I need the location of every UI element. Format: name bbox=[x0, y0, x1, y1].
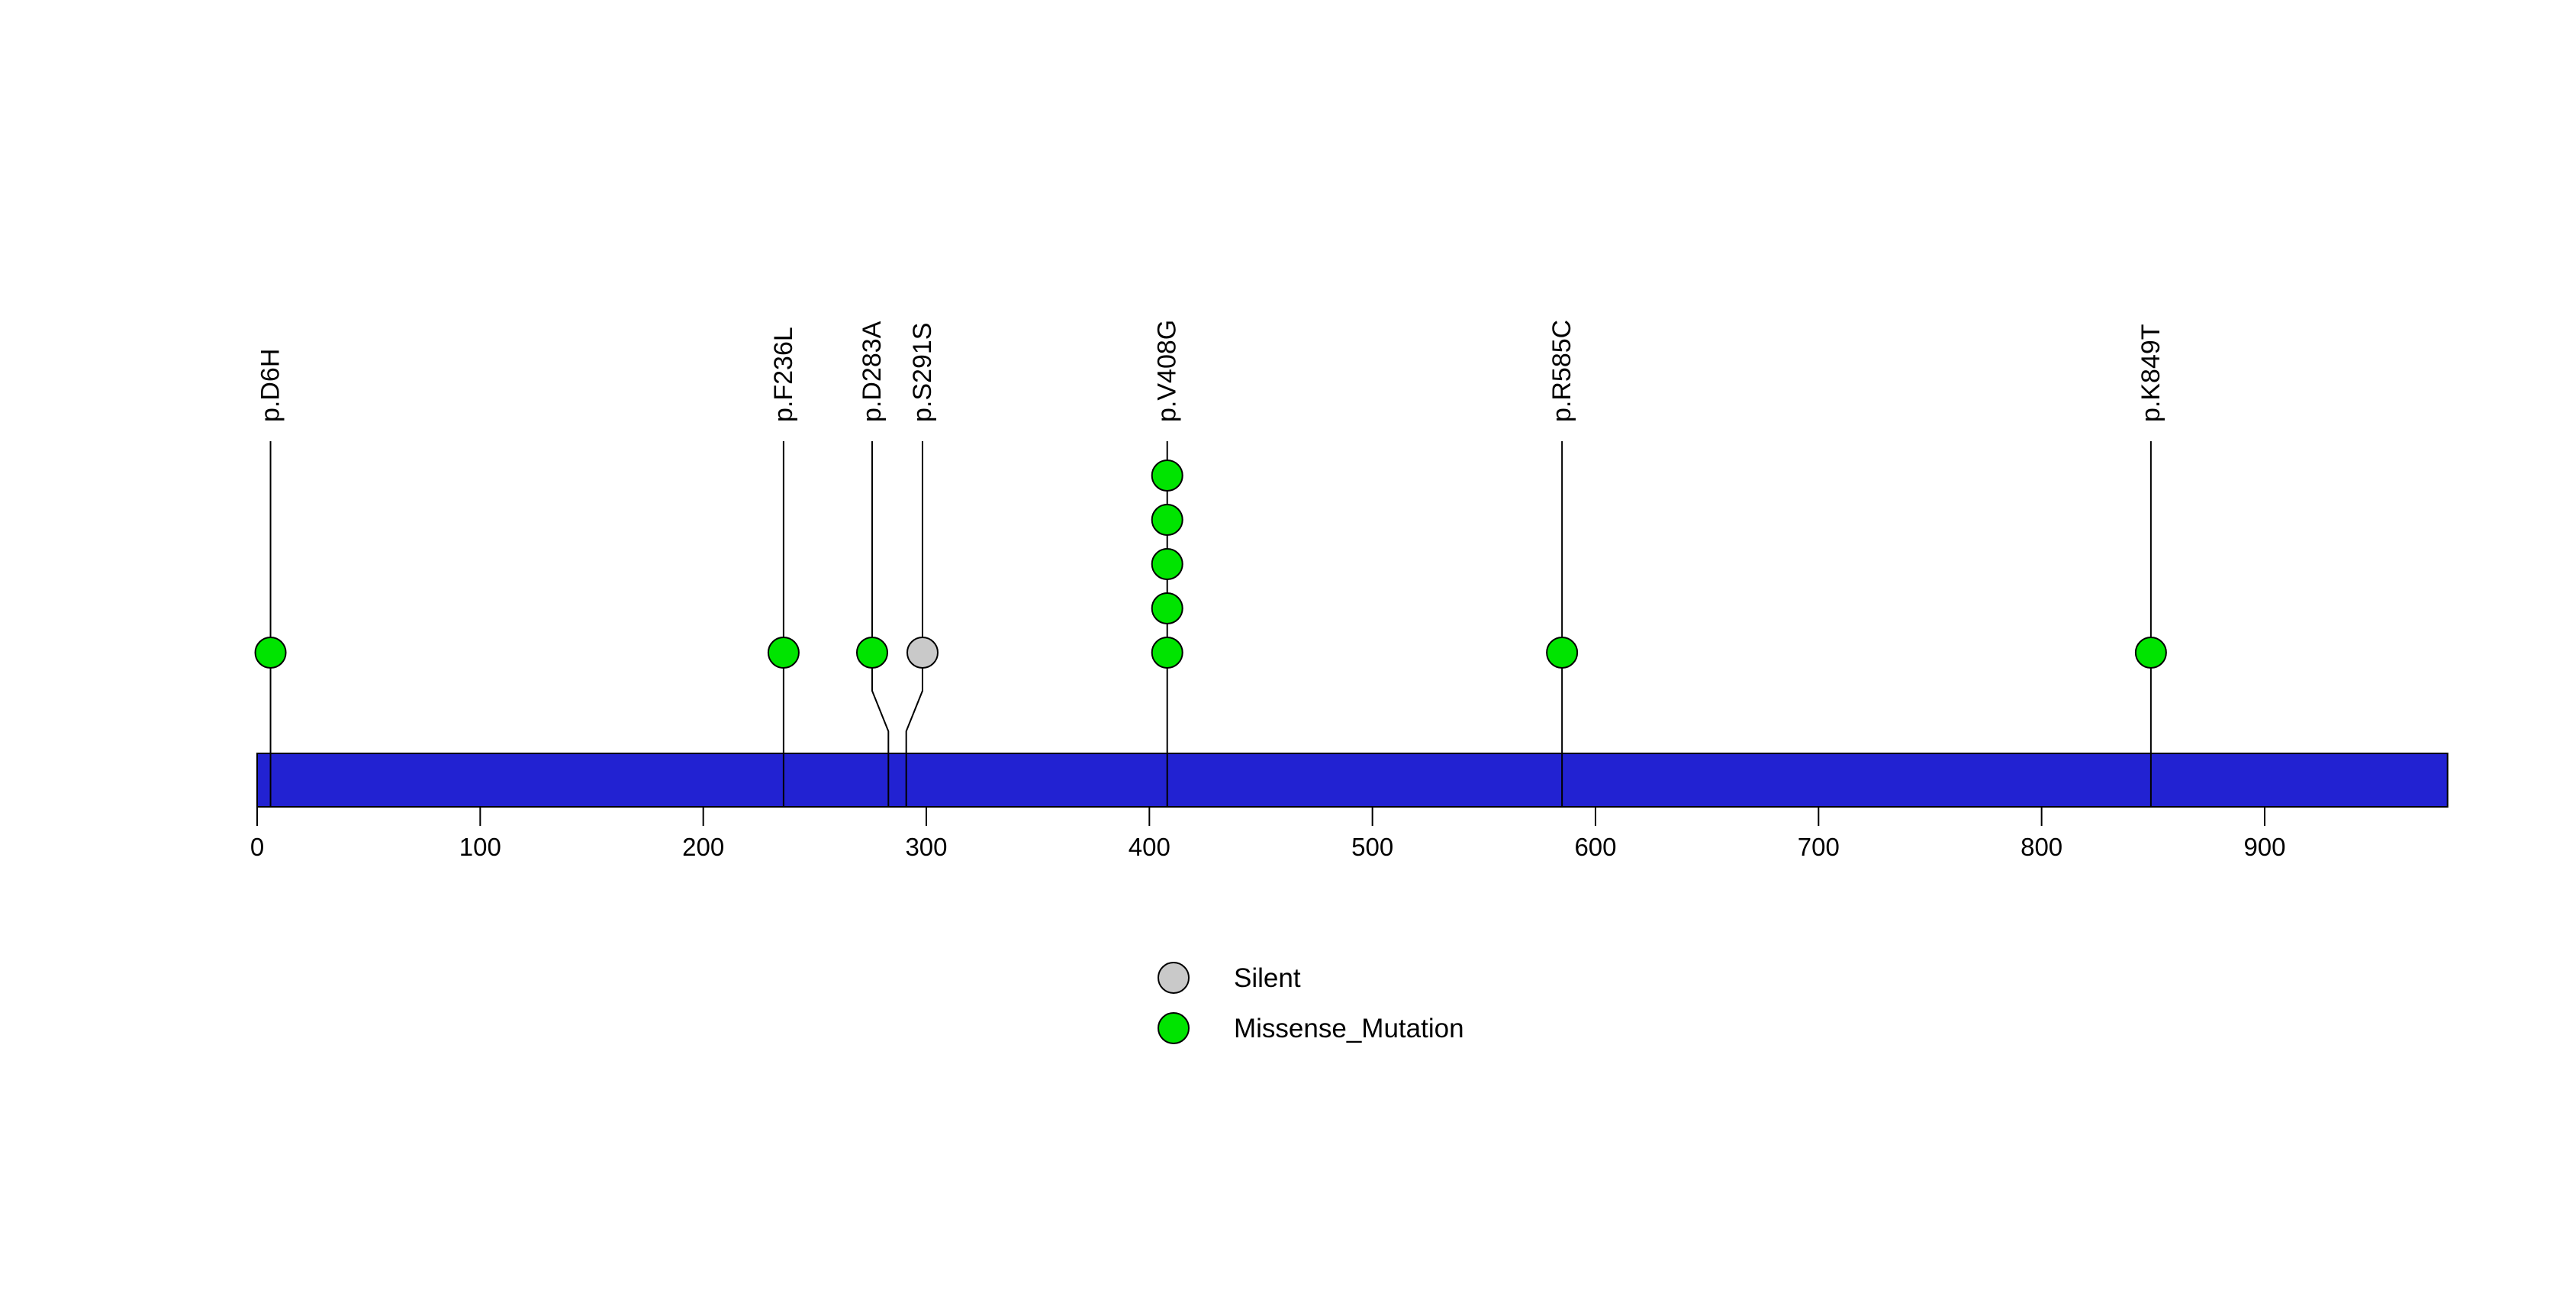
mutation-label: p.K849T bbox=[2136, 324, 2165, 422]
mutation-circle bbox=[855, 637, 888, 669]
protein-bar bbox=[256, 753, 2449, 808]
axis-tick-label: 500 bbox=[1351, 833, 1393, 861]
axis-tick-label: 100 bbox=[459, 833, 501, 861]
mutation-stem bbox=[871, 441, 890, 807]
legend-swatch-missense_mutation bbox=[1158, 1012, 1190, 1044]
mutation-circle bbox=[254, 637, 287, 669]
mutation-label: p.D283A bbox=[858, 321, 887, 422]
mutation-label: p.F236L bbox=[769, 327, 798, 422]
mutation-circle bbox=[906, 637, 939, 669]
mutation-circle bbox=[1151, 548, 1183, 580]
mutation-circle bbox=[2134, 637, 2167, 669]
axis-tick-label: 300 bbox=[905, 833, 947, 861]
mutation-circle bbox=[1546, 637, 1579, 669]
axis-tick-label: 0 bbox=[250, 833, 264, 861]
mutation-label: p.S291S bbox=[908, 323, 937, 422]
mutation-stem bbox=[905, 441, 923, 807]
mutation-circle bbox=[1151, 460, 1183, 492]
legend-swatch-silent bbox=[1158, 962, 1190, 994]
mutation-circle bbox=[1151, 504, 1183, 536]
axis-tick-label: 400 bbox=[1129, 833, 1170, 861]
legend-label: Missense_Mutation bbox=[1234, 1014, 1464, 1043]
mutation-label: p.D6H bbox=[256, 349, 285, 422]
axis-tick-label: 200 bbox=[682, 833, 724, 861]
axis-tick-label: 900 bbox=[2243, 833, 2285, 861]
mutation-circle bbox=[767, 637, 800, 669]
mutation-circle bbox=[1151, 592, 1183, 624]
mutation-label: p.V408G bbox=[1153, 320, 1182, 422]
axis-tick-label: 800 bbox=[2021, 833, 2062, 861]
mutation-circle bbox=[1151, 637, 1183, 669]
legend-label: Silent bbox=[1234, 963, 1301, 993]
axis-tick-label: 700 bbox=[1798, 833, 1840, 861]
axis-tick-label: 600 bbox=[1574, 833, 1616, 861]
mutation-label: p.R585C bbox=[1547, 320, 1576, 422]
